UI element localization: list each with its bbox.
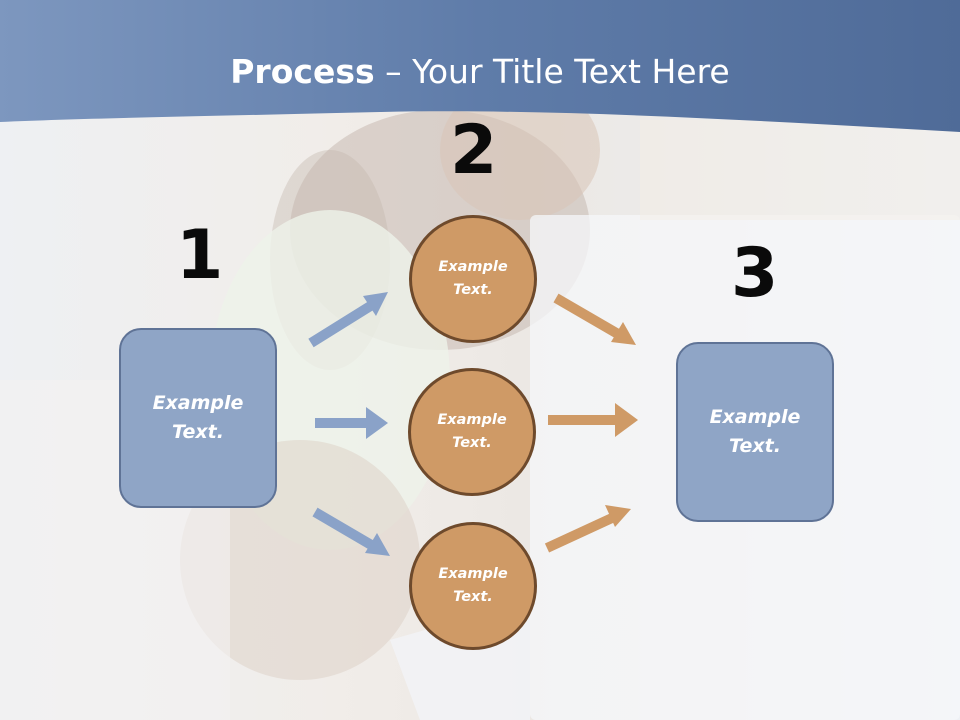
circle-middle-text: Example Text. [437, 412, 507, 451]
step-number-3: 3 [731, 234, 779, 313]
slide-title: Process – Your Title Text Here [0, 52, 960, 91]
arrow-left-to-middle [315, 407, 388, 439]
arrow-top-to-right [553, 293, 636, 345]
arrow-middle-to-right [548, 403, 638, 437]
left-box-text: Example Text. [152, 392, 244, 443]
circle-top: Example Text. [409, 215, 537, 343]
right-process-box: Example Text. [676, 342, 834, 522]
circle-top-text: Example Text. [438, 259, 508, 298]
arrow-left-to-top [308, 292, 388, 348]
circle-bottom-text: Example Text. [438, 566, 508, 605]
arrow-left-to-bottom [312, 507, 390, 556]
left-process-box: Example Text. [119, 328, 277, 508]
header-band [0, 0, 960, 132]
title-bold: Process [230, 52, 375, 91]
circle-middle: Example Text. [408, 368, 536, 496]
step-number-1: 1 [176, 216, 224, 295]
circle-bottom: Example Text. [409, 522, 537, 650]
right-box-text: Example Text. [709, 406, 801, 457]
arrow-bottom-to-right [544, 505, 631, 553]
step-number-2: 2 [450, 111, 498, 190]
title-rest: – Your Title Text Here [374, 52, 730, 91]
